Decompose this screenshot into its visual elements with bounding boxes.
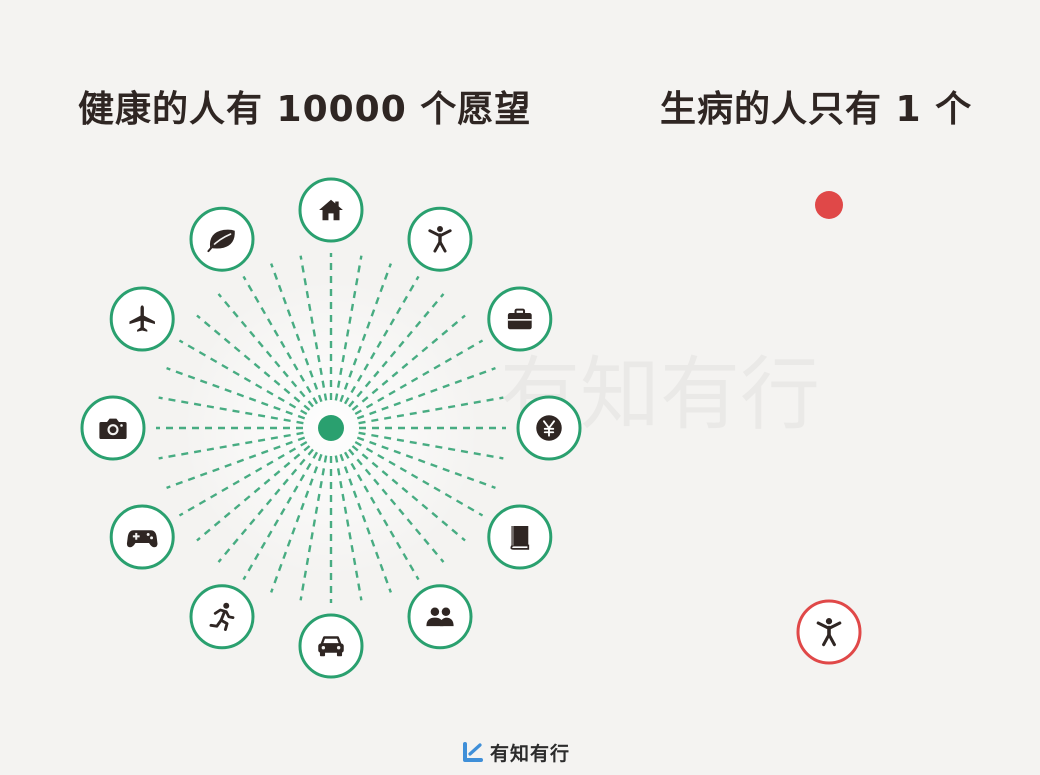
wish-node [407,206,473,272]
wish-ray [242,451,319,581]
sick-dot [815,191,843,219]
wish-ray [358,431,504,460]
wish-ray [348,293,445,408]
wish-rays [156,253,506,603]
healthy-title: 健康的人有 10000 个愿望 [78,89,532,130]
wish-ray [158,396,304,425]
wish-ray [270,263,323,403]
wish-node [189,584,255,650]
wish-ray [348,448,445,563]
wish-ray [334,455,363,601]
wish-ray [334,255,363,401]
brand-logo-icon [462,741,484,763]
wish-ray [166,367,306,420]
sick-title: 生病的人只有 1 个 [660,89,973,130]
wish-ray [270,453,323,593]
wish-node [109,504,175,570]
wish-ray [166,436,306,489]
wish-node-ring [407,584,473,650]
wish-node [189,206,255,272]
center-dot [318,415,344,441]
wish-ray [217,293,314,408]
sick-wish-node [796,599,862,665]
wish-ray [356,367,496,420]
wish-ray [343,451,420,581]
wish-ray [178,440,308,517]
wish-ray [178,339,308,416]
wish-ray [339,263,392,403]
wish-ray [299,455,328,601]
wish-node [516,395,582,461]
wish-ray [299,255,328,401]
wish-ray [351,314,466,411]
wish-ray [242,275,319,405]
wish-ray [354,339,484,416]
footer-brand: 有知有行 [462,738,570,766]
wish-nodes [80,177,582,679]
wish-ray [358,396,504,425]
wish-ray [339,453,392,593]
wish-node [298,613,364,679]
wish-node [487,286,553,352]
book-icon [510,525,530,550]
wish-node [298,177,364,243]
wish-node [487,504,553,570]
wish-node [80,395,146,461]
wish-ray [217,448,314,563]
wish-ray [351,445,466,542]
wish-ray [343,275,420,405]
wish-ray [158,431,304,460]
yen-coin-icon [535,414,563,442]
wish-node [109,286,175,352]
wish-ray [354,440,484,517]
brand-name: 有知有行 [490,742,571,765]
wish-ray [356,436,496,489]
wish-ray [196,314,311,411]
wish-ray [196,445,311,542]
wish-node [407,584,473,650]
